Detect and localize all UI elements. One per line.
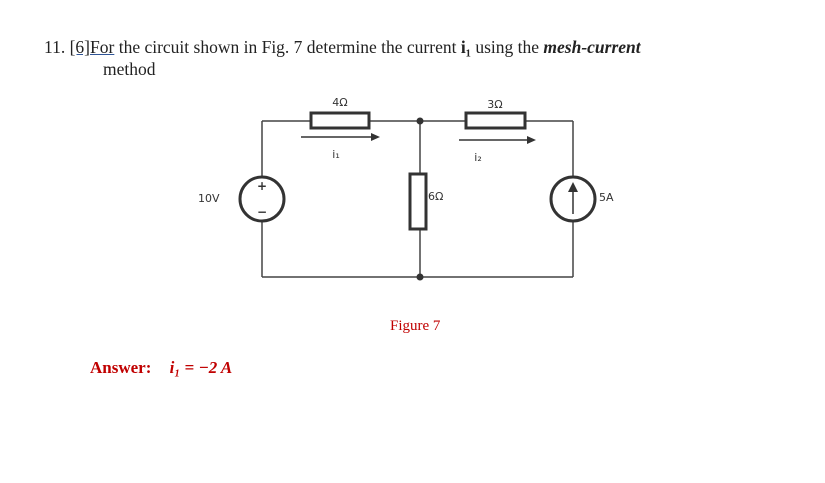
label-i1: i₁: [332, 148, 339, 161]
question-text: 11. [6]For the circuit shown in Fig. 7 d…: [44, 36, 641, 80]
question-lead: For: [90, 37, 115, 57]
label-vsource: 10V: [198, 192, 220, 205]
question-points: [6]: [69, 37, 91, 57]
node-bottom: [416, 273, 424, 281]
resistor-6ohm: [408, 172, 428, 231]
vsource-minus: −: [257, 205, 267, 219]
label-r1: 4Ω: [332, 96, 347, 109]
question-text-b: using the: [470, 37, 544, 57]
question-variable: i₁: [460, 37, 471, 57]
circuit-wires: [261, 120, 574, 278]
question-method-name: mesh-current: [543, 37, 641, 57]
question-text-a: the circuit shown in Fig. 7 determine th…: [114, 37, 461, 57]
label-isource: 5A: [599, 191, 614, 204]
current-arrow-i2: [459, 136, 536, 144]
answer-value: i₁ = −2 A: [169, 358, 233, 377]
figure-caption: Figure 7: [390, 318, 441, 334]
resistor-4ohm: [309, 111, 371, 130]
current-source-arrow-icon: [568, 182, 578, 214]
voltage-source: [238, 175, 286, 223]
answer: Answer: i₁ = −2 A: [90, 358, 232, 378]
answer-label: Answer:: [90, 358, 152, 377]
resistor-3ohm: [464, 111, 527, 130]
label-r2: 3Ω: [487, 98, 502, 111]
current-arrow-i1: [301, 133, 380, 141]
label-r3: 6Ω: [428, 190, 443, 203]
question-text-c: method: [103, 59, 156, 79]
node-top: [416, 117, 424, 125]
vsource-plus: +: [257, 179, 267, 193]
question-number: 11.: [44, 37, 66, 57]
label-i2: i₂: [474, 151, 481, 164]
